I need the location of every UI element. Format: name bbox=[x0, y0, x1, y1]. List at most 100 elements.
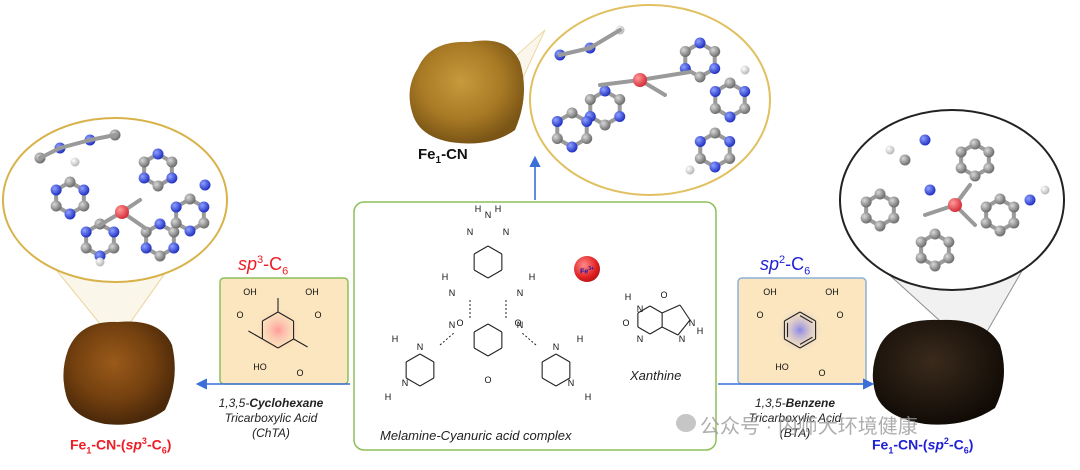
atom-c bbox=[64, 176, 76, 188]
atom-label-n: N bbox=[568, 378, 575, 388]
atom-label-h: H bbox=[529, 272, 536, 282]
atom-c bbox=[581, 133, 593, 144]
atom-label-o: O bbox=[514, 318, 521, 328]
skeletal-bond bbox=[473, 323, 489, 333]
atom-c bbox=[860, 212, 872, 224]
atom-h bbox=[70, 157, 80, 167]
watermark-text: 公众号 · 内师大环境健康 bbox=[700, 416, 918, 438]
atom-label-o: O bbox=[314, 310, 321, 320]
skeletal-bond bbox=[555, 377, 571, 387]
atom-label-n: N bbox=[467, 227, 474, 237]
atom-label-h: H bbox=[442, 272, 449, 282]
skeletal-bond bbox=[419, 353, 435, 363]
atom-c bbox=[983, 146, 995, 158]
atom-c bbox=[1008, 217, 1020, 229]
atom-c bbox=[168, 226, 180, 238]
skeletal-bond bbox=[799, 315, 813, 324]
atom-label-h: H bbox=[585, 392, 592, 402]
atom-label-n: N bbox=[637, 304, 644, 314]
atom-c bbox=[980, 201, 992, 213]
atom-c bbox=[694, 153, 706, 164]
skeletal-bond bbox=[799, 336, 813, 345]
atom-c bbox=[709, 103, 721, 114]
atom-label-n: N bbox=[553, 342, 560, 352]
wechat-icon bbox=[676, 414, 696, 432]
atom-n bbox=[64, 208, 76, 220]
atom-c bbox=[888, 196, 900, 208]
atom-n bbox=[566, 141, 578, 153]
skeletal-bond bbox=[555, 353, 571, 363]
skeletal-bond bbox=[784, 311, 801, 322]
atom-n bbox=[1024, 194, 1036, 206]
atom-n bbox=[919, 134, 931, 146]
atom-c bbox=[566, 107, 578, 119]
atom-c bbox=[184, 193, 196, 205]
zoom-bubble-top bbox=[529, 4, 771, 196]
skeletal-bond bbox=[277, 311, 294, 322]
skeletal-bond bbox=[637, 326, 651, 335]
atom-c bbox=[170, 217, 182, 229]
label-xanthine: Xanthine bbox=[630, 368, 682, 383]
skeletal-bond bbox=[784, 338, 801, 349]
skeletal-bond bbox=[637, 305, 651, 314]
label-bta-name: 1,3,5-Benzene Tricarboxylic Acid (BTA) bbox=[748, 396, 842, 440]
atom-c bbox=[929, 228, 941, 240]
atom-c bbox=[154, 250, 166, 262]
atom-n bbox=[599, 85, 611, 97]
molecule-left-sp3 bbox=[34, 129, 211, 267]
atom-label-n: N bbox=[449, 320, 456, 330]
atom-c bbox=[152, 180, 164, 192]
atom-n bbox=[709, 86, 721, 97]
atom-n bbox=[724, 111, 736, 123]
atom-c bbox=[599, 119, 611, 131]
powder-right bbox=[872, 319, 1004, 425]
atom-label-n: N bbox=[503, 227, 510, 237]
skeletal-bond bbox=[473, 245, 489, 255]
bond bbox=[558, 46, 592, 57]
atom-n bbox=[724, 136, 736, 147]
atom-c bbox=[198, 217, 210, 229]
molecule-right-sp2 bbox=[860, 134, 1050, 272]
atom-c bbox=[739, 103, 751, 114]
atom-label-ho: HO bbox=[775, 362, 789, 372]
ring-glow-bta bbox=[778, 308, 822, 352]
atom-label-o: O bbox=[818, 368, 825, 378]
atom-label-n: N bbox=[689, 318, 696, 328]
atom-label-h: H bbox=[577, 334, 584, 344]
atom-label-n: N bbox=[517, 320, 524, 330]
skeletal-bond bbox=[487, 269, 503, 279]
skeletal-bond bbox=[541, 353, 557, 363]
bond bbox=[38, 146, 62, 160]
atom-n bbox=[924, 184, 936, 196]
atom-c bbox=[929, 260, 941, 272]
atom-label-o: O bbox=[660, 290, 667, 300]
atom-fe bbox=[948, 198, 962, 212]
skeletal-bond bbox=[649, 305, 663, 314]
atom-label-o: O bbox=[236, 310, 243, 320]
atom-fe bbox=[115, 205, 129, 219]
atom-n bbox=[614, 111, 626, 122]
label-top-fe1cn: Fe1-CN bbox=[418, 146, 468, 166]
atom-c bbox=[955, 146, 967, 158]
atom-c bbox=[138, 156, 150, 168]
atom-c bbox=[724, 77, 736, 89]
atom-label-n: N bbox=[417, 342, 424, 352]
atom-fe bbox=[633, 73, 647, 87]
atom-n bbox=[50, 184, 62, 196]
skeletal-bond bbox=[277, 338, 294, 349]
atom-label-o: O bbox=[484, 375, 491, 385]
atom-label-oh: OH bbox=[763, 287, 777, 297]
atom-label-h: H bbox=[625, 292, 632, 302]
atom-h bbox=[1040, 185, 1050, 195]
atom-c bbox=[679, 46, 691, 57]
atom-c bbox=[994, 193, 1006, 205]
atom-n bbox=[170, 201, 182, 213]
atom-n bbox=[709, 161, 721, 173]
atom-c bbox=[969, 138, 981, 150]
label-sp2-c6: sp2-C6 bbox=[760, 254, 811, 278]
atom-label-oh: OH bbox=[243, 287, 257, 297]
atom-n bbox=[152, 148, 164, 160]
skeletal-bond bbox=[649, 326, 663, 335]
